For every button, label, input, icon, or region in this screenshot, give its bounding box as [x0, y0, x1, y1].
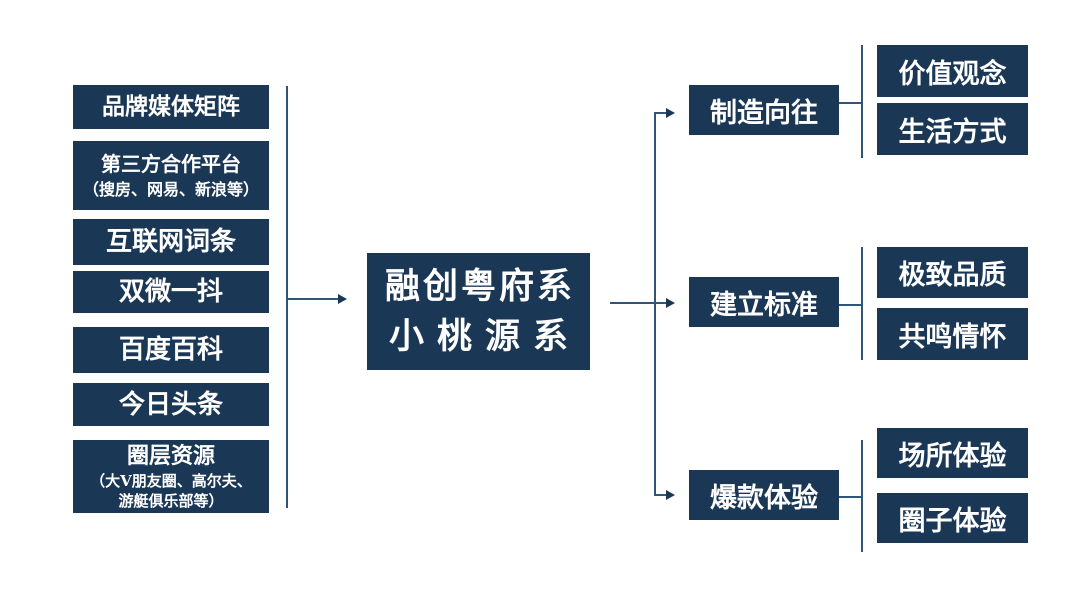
branch1-bracket-line: [861, 45, 863, 158]
left-box-brand-media-matrix: 品牌媒体矩阵: [73, 85, 269, 129]
box-label: 场所体验: [898, 440, 1007, 472]
box-label: 极致品质: [898, 260, 1007, 291]
branch-stub-top: [654, 112, 667, 114]
branch-box-hit-experience: 爆款体验: [689, 470, 839, 520]
branch-arrow-head-middle-icon: [666, 298, 675, 308]
branch-stub-bottom: [654, 494, 667, 496]
branch3-connector: [839, 496, 862, 498]
left-box-internet-entries: 互联网词条: [73, 219, 269, 265]
child-box-venue-experience: 场所体验: [877, 428, 1028, 478]
box-label: 生活方式: [898, 116, 1007, 148]
box-label: 爆款体验: [710, 482, 818, 514]
box-sublabel: （大V朋友圈、高尔夫、: [90, 472, 252, 490]
center-line-2: 小桃源系: [388, 315, 581, 357]
left-arrow-line: [287, 298, 339, 300]
child-box-lifestyle: 生活方式: [877, 103, 1028, 155]
child-box-ultimate-quality: 极致品质: [877, 247, 1028, 298]
left-box-toutiao: 今日头条: [73, 383, 269, 426]
child-box-circle-experience: 圈子体验: [877, 493, 1028, 543]
box-sublabel: （搜房、网易、新浪等）: [82, 179, 259, 199]
center-branch-stub: [610, 302, 666, 304]
box-label: 建立标准: [710, 289, 818, 321]
branch2-bracket-line: [861, 247, 863, 360]
branch-arrow-head-bottom-icon: [666, 490, 675, 500]
box-label: 共鸣情怀: [898, 321, 1007, 353]
branch2-connector: [839, 304, 862, 306]
box-sublabel-2: 游艇俱乐部等）: [118, 492, 224, 510]
branch-trunk-line: [654, 112, 656, 496]
child-box-resonant-sentiment: 共鸣情怀: [877, 308, 1028, 360]
box-label: 制造向往: [710, 97, 818, 129]
box-label: 双微一抖: [118, 277, 223, 307]
child-box-values: 价值观念: [877, 45, 1028, 97]
box-label: 第三方合作平台: [101, 151, 241, 176]
left-box-third-party-platforms: 第三方合作平台 （搜房、网易、新浪等）: [73, 141, 269, 210]
box-label: 品牌媒体矩阵: [102, 93, 240, 120]
branch1-connector: [839, 102, 862, 104]
left-box-weibo-wechat-douyin: 双微一抖: [73, 271, 269, 313]
branch3-bracket-line: [861, 440, 863, 552]
box-label: 今日头条: [118, 389, 223, 420]
branch-box-create-longing: 制造向往: [689, 85, 839, 135]
box-label: 价值观念: [898, 58, 1007, 90]
box-label: 圈层资源: [126, 443, 215, 469]
box-label: 百度百科: [118, 335, 223, 365]
branch-box-set-standard: 建立标准: [689, 277, 839, 327]
left-bracket-line: [286, 86, 288, 508]
branch-arrow-head-top-icon: [666, 108, 675, 118]
left-box-circle-resources: 圈层资源 （大V朋友圈、高尔夫、 游艇俱乐部等）: [73, 440, 269, 513]
left-box-baidu-baike: 百度百科: [73, 327, 269, 373]
center-line-1: 融创粤府系: [384, 265, 575, 307]
left-arrow-head-icon: [338, 294, 347, 304]
box-label: 圈子体验: [898, 505, 1007, 537]
box-label: 互联网词条: [105, 227, 236, 257]
center-box-theme: 融创粤府系 小桃源系: [367, 253, 590, 370]
